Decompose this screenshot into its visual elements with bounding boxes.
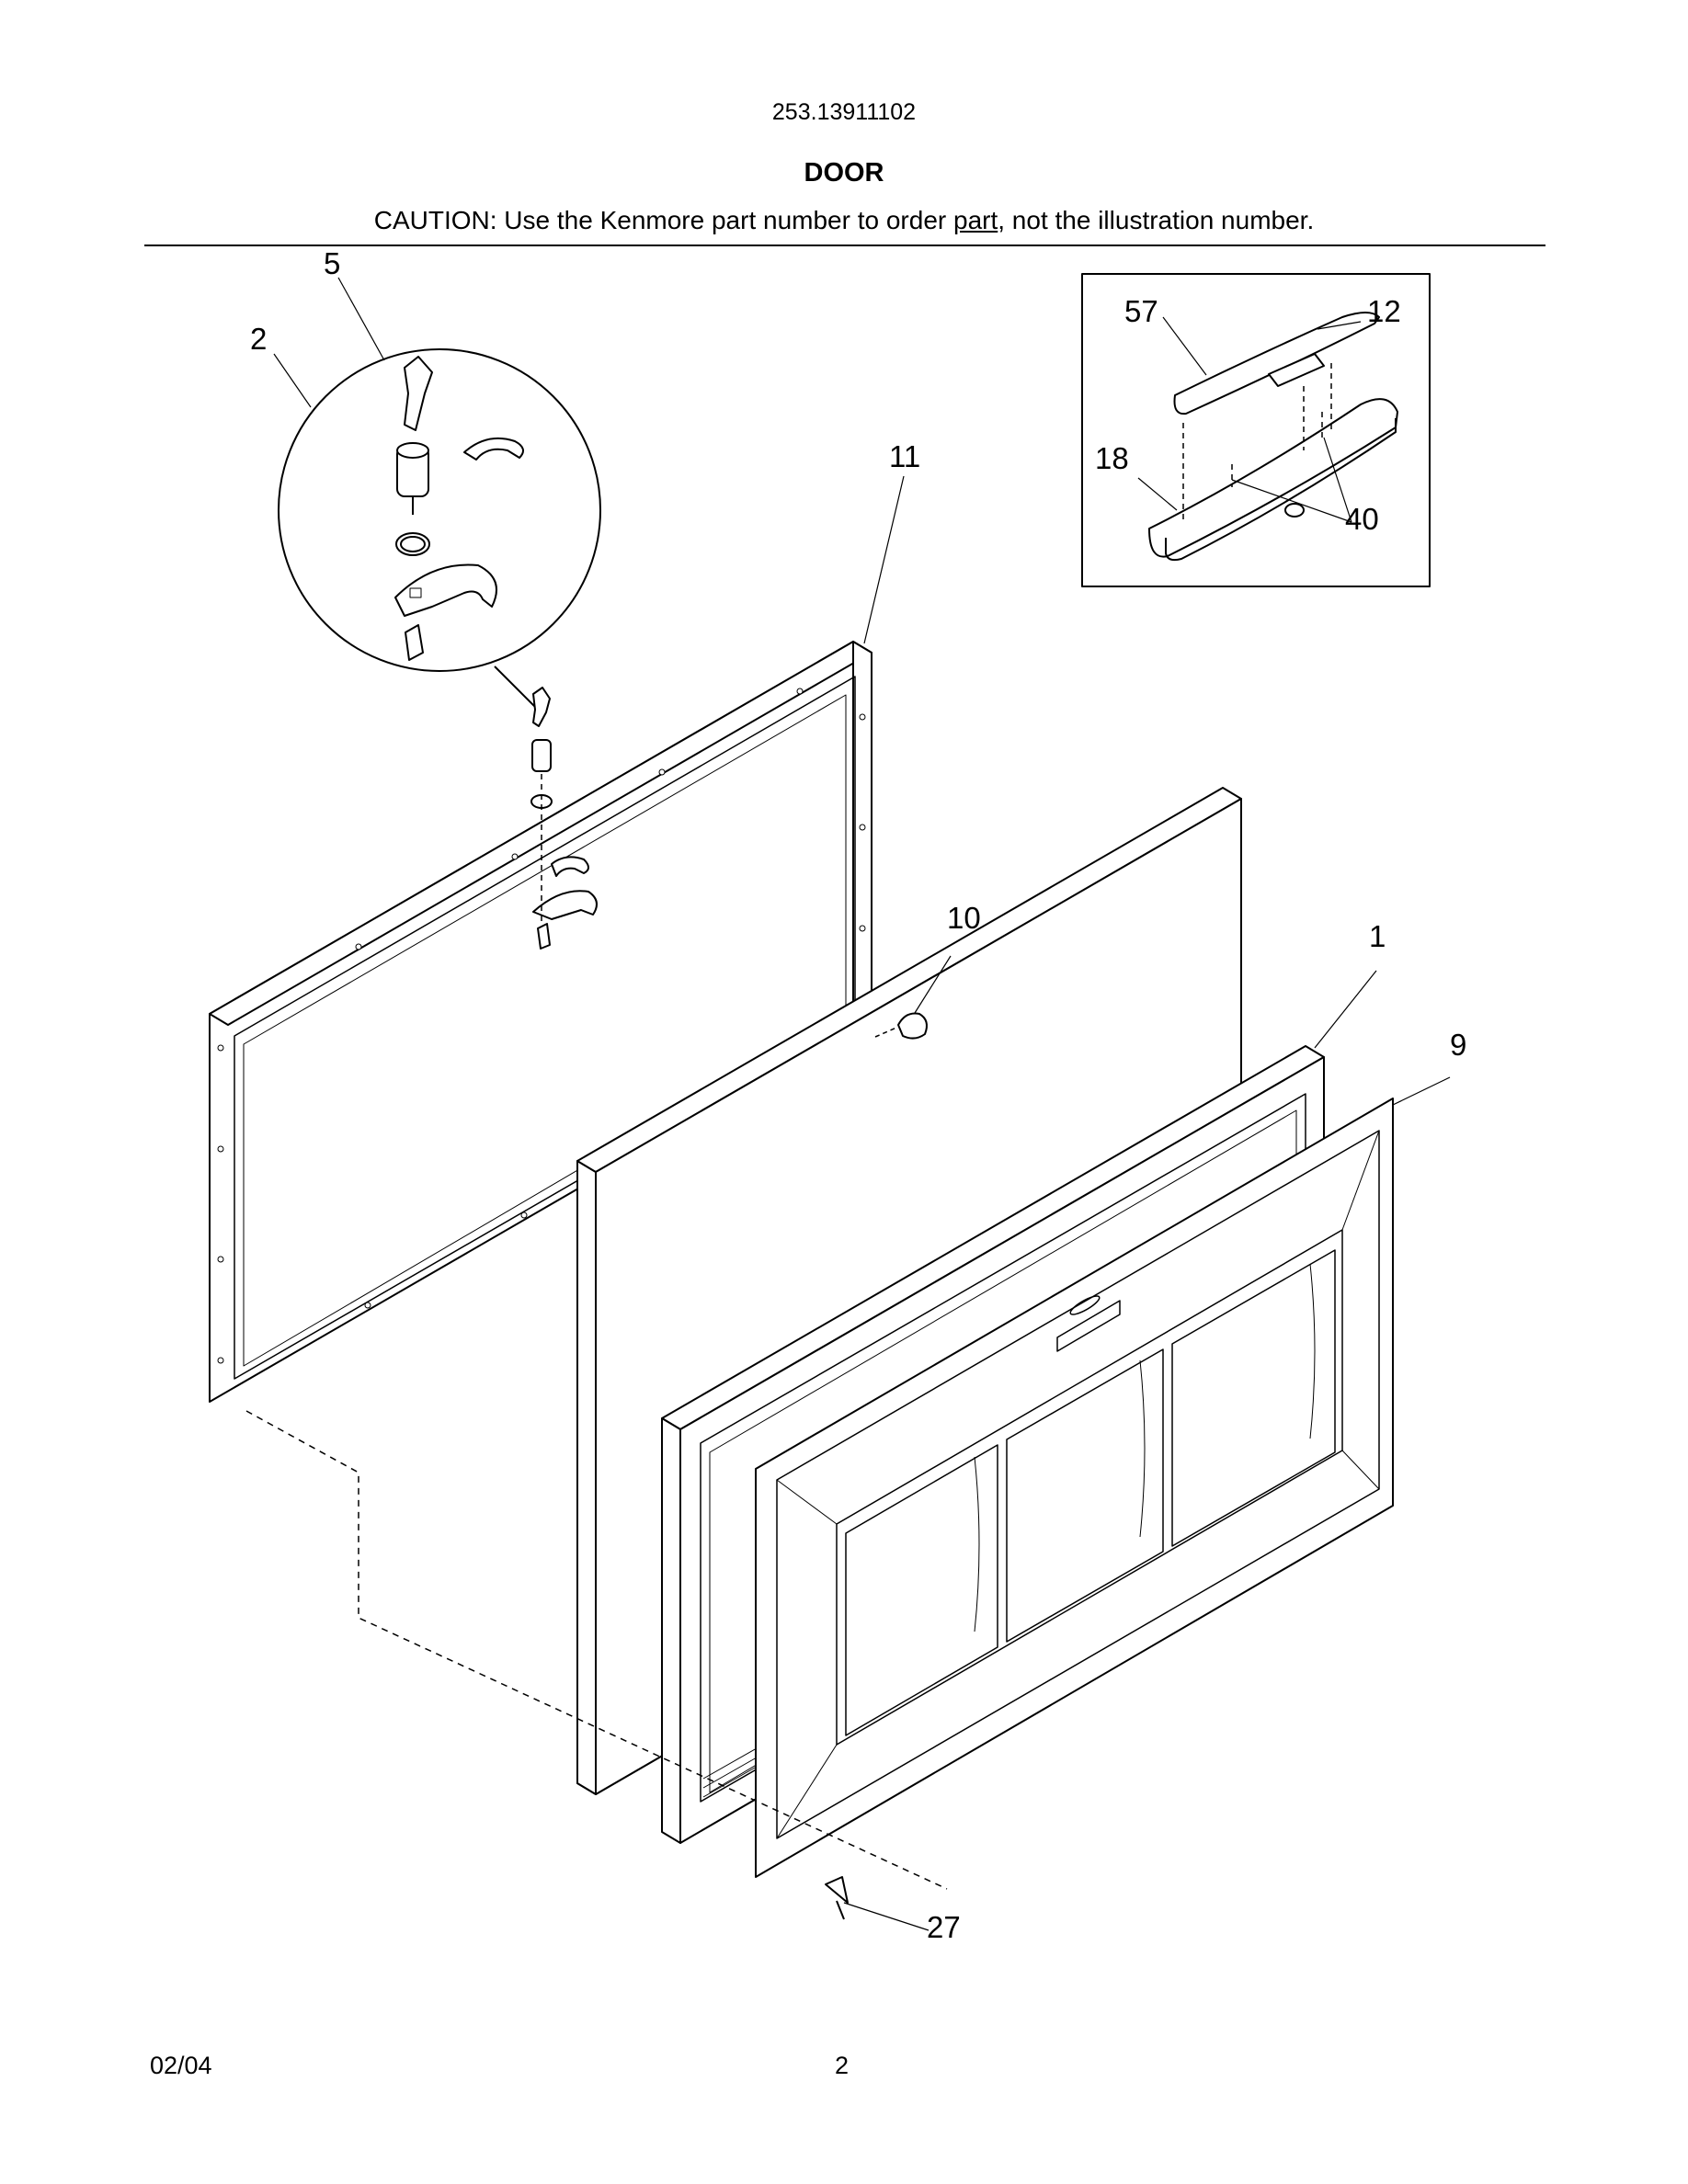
callout-57: 57 [1124, 294, 1158, 328]
door-liner-panel [209, 641, 873, 1403]
lock-detail-circle [278, 348, 601, 709]
callout-11: 11 [889, 439, 920, 473]
caution-underlined-word: part [953, 206, 998, 234]
mounting-screw [825, 1876, 849, 1920]
caution-text-start: CAUTION: Use the Kenmore part number to … [373, 206, 953, 234]
lock-assembly-parts [530, 687, 598, 950]
alignment-leader-line [245, 1410, 948, 1890]
header-rule [144, 245, 1545, 246]
caution-note: CAUTION: Use the Kenmore part number to … [0, 206, 1688, 235]
callout-9: 9 [1450, 1028, 1466, 1062]
section-title: DOOR [804, 158, 884, 188]
callout-27: 27 [927, 1910, 961, 1944]
outer-door-panel [755, 1098, 1394, 1878]
handle-detail-box [1081, 273, 1431, 587]
callout-5: 5 [324, 246, 340, 280]
caution-text-end: , not the illustration number. [998, 206, 1315, 234]
callout-40: 40 [1345, 502, 1379, 536]
callout-labels: 5 2 11 57 12 18 40 10 1 9 27 [250, 246, 1466, 1944]
model-number: 253.13911102 [771, 99, 917, 125]
callout-1: 1 [1369, 919, 1386, 953]
callout-12: 12 [1367, 294, 1401, 328]
callout-10: 10 [947, 901, 981, 935]
callout-leaders [273, 277, 1451, 1931]
page-number: 2 [835, 2052, 850, 2079]
callout-2: 2 [250, 322, 267, 356]
footer-date: 02/04 [150, 2052, 212, 2079]
plug-button [874, 1012, 928, 1040]
callout-18: 18 [1095, 441, 1129, 475]
